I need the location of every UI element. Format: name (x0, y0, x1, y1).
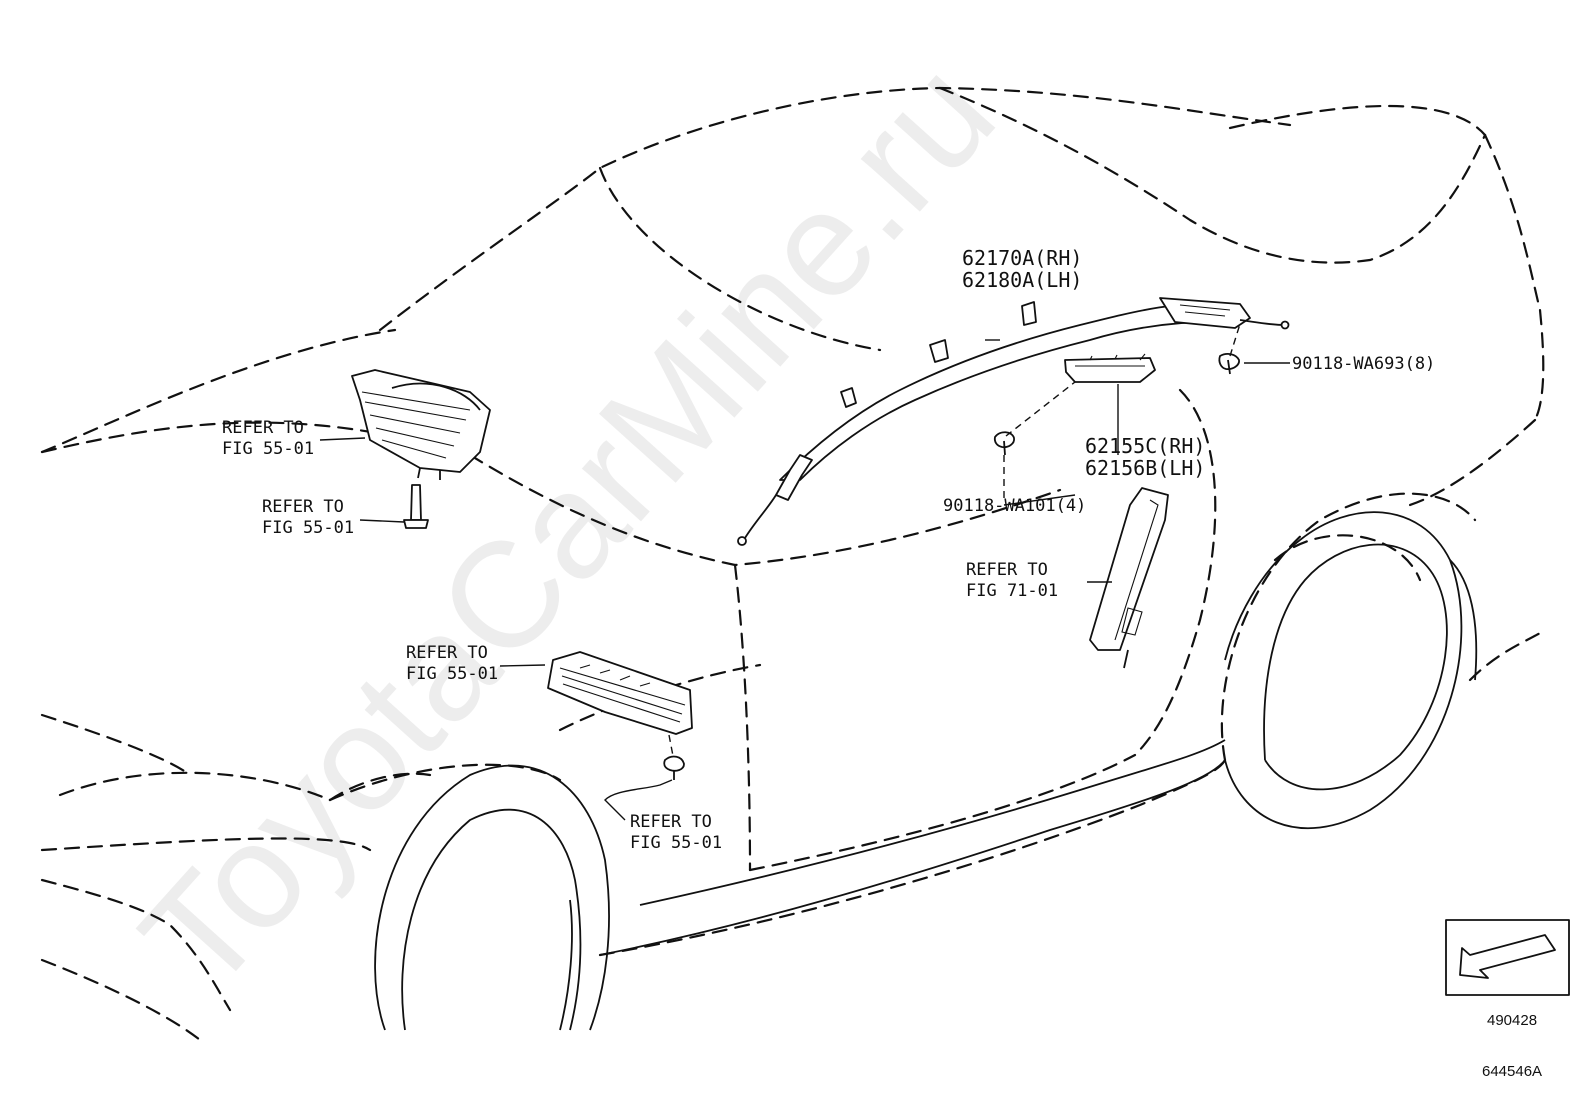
ref-dash-bolt-line2: FIG 55-01 (262, 518, 354, 538)
label-curtain-lh: 62180A(LH) (962, 268, 1082, 292)
leader-lines (319, 323, 1290, 821)
ref-knee-line1: REFER TO (406, 643, 488, 663)
ref-knee-clip-line1: REFER TO (630, 812, 712, 832)
ref-seat-line1: REFER TO (966, 560, 1048, 580)
passenger-airbag (351, 369, 491, 480)
knee-airbag (547, 651, 693, 735)
labels: 62170A(RH) 62180A(LH) 62155C(RH) 62156B(… (222, 246, 1435, 853)
clip-front (993, 431, 1015, 456)
front-seat-airbag-bracket (1064, 353, 1156, 383)
label-clip-front: 90118-WA101(4) (943, 496, 1086, 516)
illustration-code: 644546A (1482, 1063, 1542, 1080)
label-seat-bracket-rh: 62155C(RH) (1085, 434, 1205, 458)
curtain-airbag-assembly (737, 297, 1290, 546)
rocker-panel (599, 739, 1226, 956)
clip-rear (1218, 353, 1240, 375)
dash-bolt (403, 484, 429, 529)
view-code: 490428 (1487, 1012, 1537, 1029)
ref-knee-clip-line2: FIG 55-01 (630, 833, 722, 853)
vehicle-outline (40, 86, 1547, 1042)
rear-wheel (1224, 511, 1478, 830)
ref-dash-line1: REFER TO (222, 418, 304, 438)
ref-dash-line2: FIG 55-01 (222, 439, 314, 459)
ref-seat-line2: FIG 71-01 (966, 581, 1058, 601)
front-wheel (374, 764, 610, 1031)
label-clip-rear: 90118-WA693(8) (1292, 354, 1435, 374)
seat-side-airbag (1089, 487, 1169, 669)
ref-knee-line2: FIG 55-01 (406, 664, 498, 684)
label-curtain-rh: 62170A(RH) (962, 246, 1082, 270)
label-seat-bracket-lh: 62156B(LH) (1085, 456, 1205, 480)
ref-dash-bolt-line1: REFER TO (262, 497, 344, 517)
arrow-icon (1459, 934, 1556, 979)
watermark: ToyotaCarMine.ru (109, 29, 1026, 1021)
knee-clip (663, 755, 685, 780)
view-direction-indicator: 490428 (1445, 919, 1570, 1029)
